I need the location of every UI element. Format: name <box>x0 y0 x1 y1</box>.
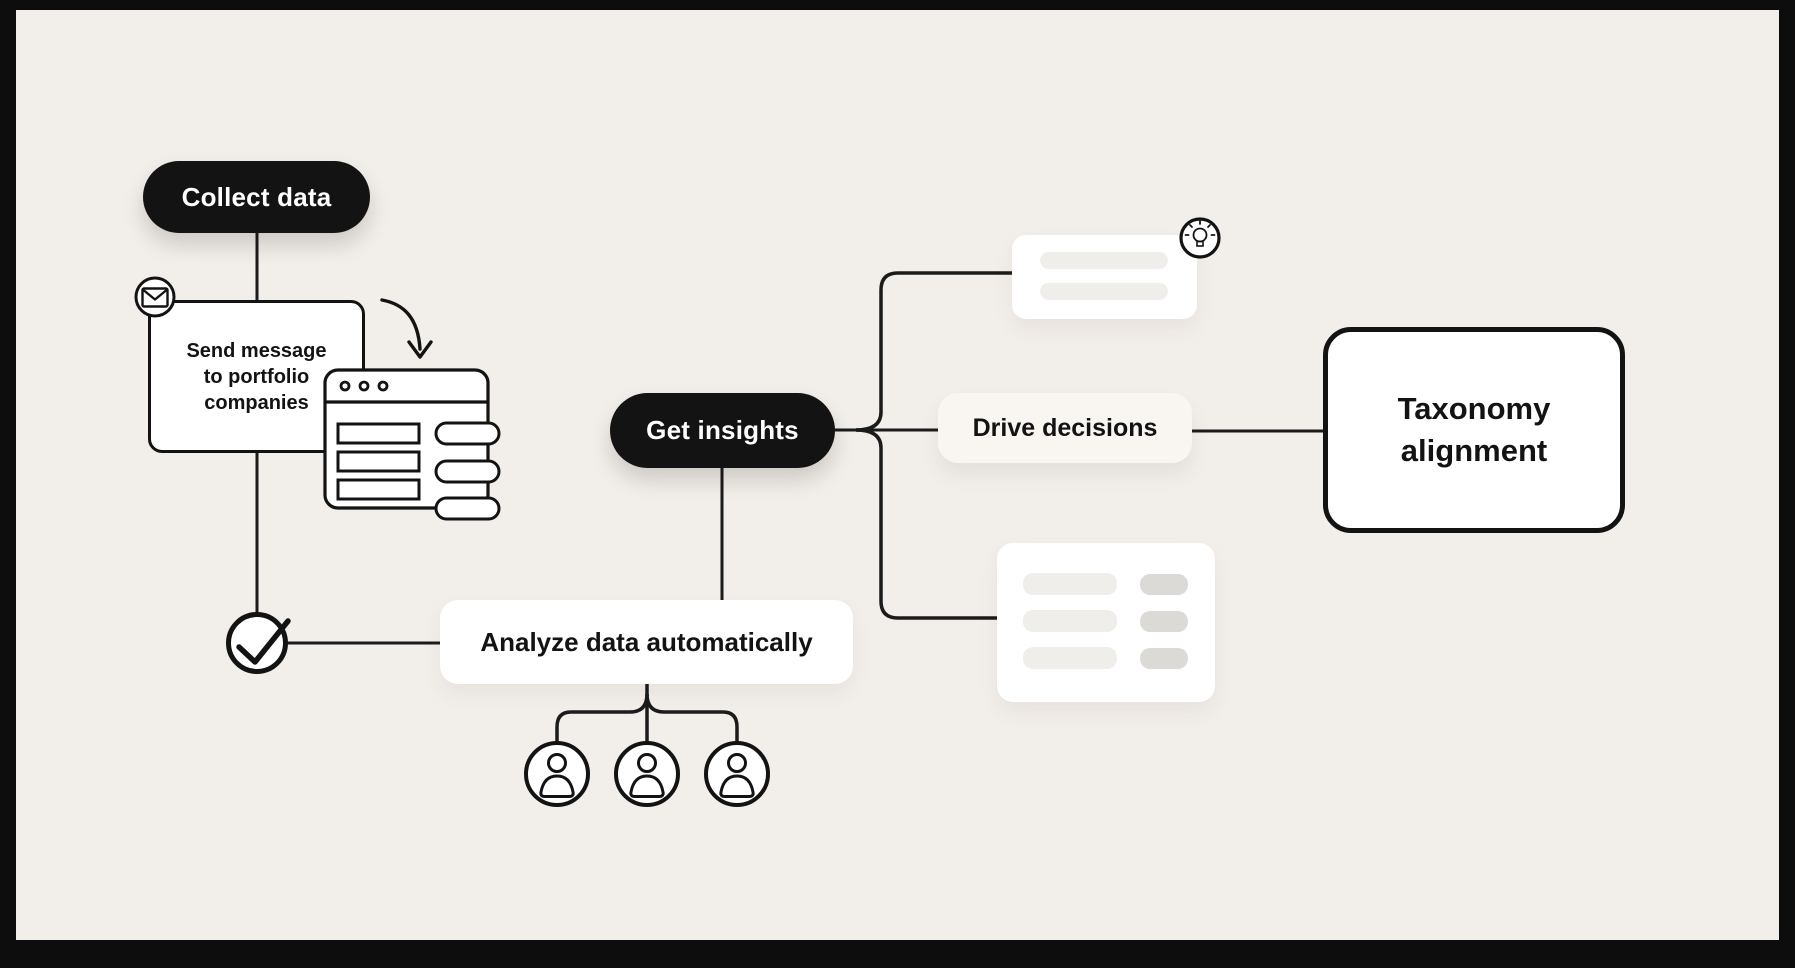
node-analyze-data: Analyze data automatically <box>440 600 853 684</box>
placeholder-line <box>1040 283 1168 300</box>
node-analyze-data-label: Analyze data automatically <box>480 626 813 657</box>
node-taxonomy-alignment: Taxonomy alignment <box>1323 327 1625 533</box>
node-send-message-label: Send message to portfolio companies <box>186 339 327 414</box>
node-taxonomy-alignment-label: Taxonomy alignment <box>1397 391 1551 468</box>
placeholder-cell <box>1023 573 1117 595</box>
tree-right-branch <box>645 693 739 742</box>
placeholder-cell <box>1023 610 1117 632</box>
table-placeholder-card <box>997 543 1215 702</box>
node-get-insights-label: Get insights <box>646 415 799 445</box>
person-icon <box>614 741 680 807</box>
placeholder-cell <box>1140 648 1188 669</box>
node-drive-decisions: Drive decisions <box>938 393 1192 463</box>
placeholder-line <box>1040 252 1168 269</box>
checkmark-icon <box>226 612 291 674</box>
curved-arrow-icon <box>380 298 433 359</box>
placeholder-cell <box>1023 647 1117 669</box>
node-send-message: Send message to portfolio companies <box>148 300 365 453</box>
person-icon <box>704 741 770 807</box>
node-get-insights: Get insights <box>610 393 835 468</box>
insight-placeholder-card <box>1012 235 1197 319</box>
tree-left-branch <box>555 693 649 742</box>
placeholder-cell <box>1140 611 1188 632</box>
person-icon <box>524 741 590 807</box>
node-drive-decisions-label: Drive decisions <box>972 413 1158 442</box>
placeholder-cell <box>1140 574 1188 595</box>
node-collect-data-label: Collect data <box>181 181 332 212</box>
node-collect-data: Collect data <box>143 161 370 233</box>
